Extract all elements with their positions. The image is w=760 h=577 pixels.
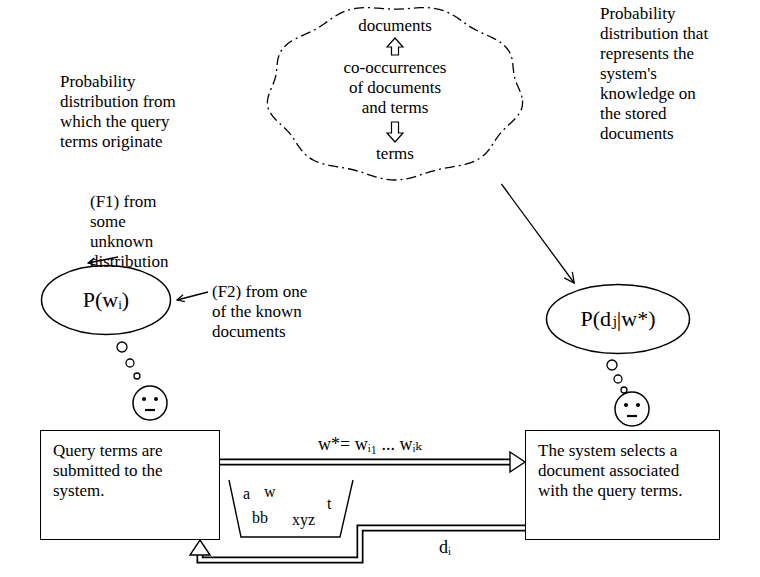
thought-bubble: P(dⱼ|w*) <box>545 283 691 355</box>
query-term: t <box>327 494 331 514</box>
thought-dot <box>621 387 627 393</box>
thought-dot <box>126 359 134 367</box>
process-box: The system selects a document associated… <box>525 430 720 540</box>
annotation-text: Probability distribution that represents… <box>600 4 720 144</box>
thought-dot <box>607 360 617 370</box>
face-icon <box>615 392 649 426</box>
cloud-region: documents co-occurrences of documents and… <box>262 0 528 184</box>
hollow-up-arrow <box>387 38 403 55</box>
thought-bubble: P(wᵢ) <box>40 264 172 336</box>
thought-dot <box>134 373 140 379</box>
term-basket <box>229 480 353 537</box>
query-term: a <box>243 484 250 504</box>
face-icon <box>133 386 167 420</box>
node-text: P(wᵢ) <box>83 287 129 313</box>
hollow-down-arrow <box>387 122 403 142</box>
node-text: documents <box>295 16 495 36</box>
query-term: xyz <box>292 510 315 530</box>
leader-arrow <box>177 292 208 300</box>
annotation-text: (F1) from some unknown distribution <box>90 192 188 272</box>
thought-dot <box>614 375 622 383</box>
annotation-text: (F2) from one of the known documents <box>212 282 316 342</box>
node-text: terms <box>295 144 495 164</box>
annotation-text: Probability distribution from which the … <box>60 72 178 152</box>
double-arrow <box>220 452 525 472</box>
query-term: w <box>264 482 276 502</box>
double-arrow <box>190 528 525 560</box>
node-text: co-occurrences of documents and terms <box>339 58 451 118</box>
node-text: Query terms are submitted to the system. <box>53 441 203 501</box>
edge-label: dᵢ <box>436 537 454 558</box>
arrow <box>501 184 574 283</box>
node-text: The system selects a document associated… <box>538 441 700 501</box>
process-box: Query terms are submitted to the system. <box>40 430 220 540</box>
thought-dot <box>117 342 127 352</box>
query-term: bb <box>252 508 268 528</box>
node-text: P(dⱼ|w*) <box>581 306 656 332</box>
edge-label: w*= wᵢ₁ ... wᵢₖ <box>315 434 425 455</box>
